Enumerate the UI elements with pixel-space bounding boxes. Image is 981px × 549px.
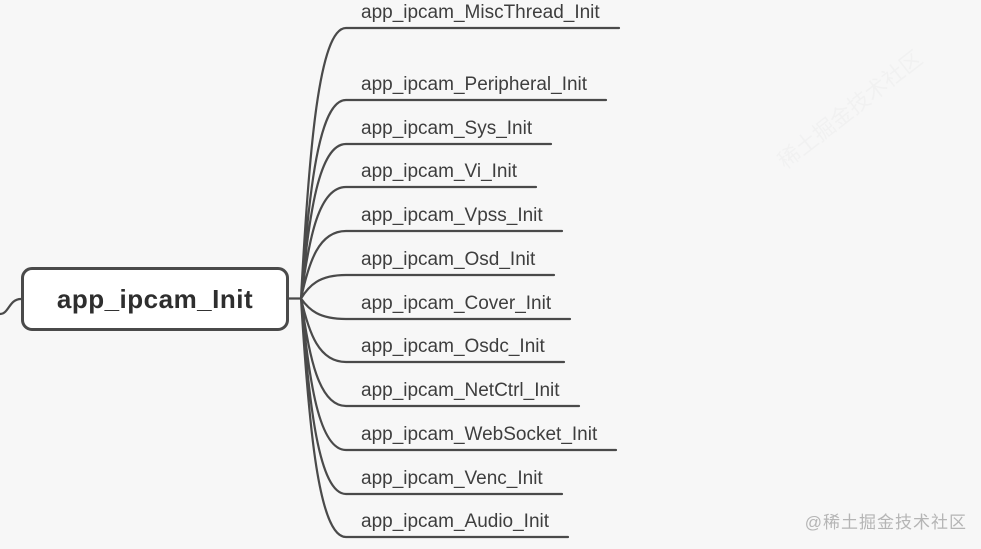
child-node-vi-init[interactable]: app_ipcam_Vi_Init: [361, 161, 517, 182]
community-watermark: @稀土掘金技术社区: [804, 513, 967, 532]
faint-diagonal-watermark: 稀土掘金技术社区: [773, 45, 928, 174]
child-node-cover-init[interactable]: app_ipcam_Cover_Init: [361, 293, 552, 314]
root-node[interactable]: app_ipcam_Init: [21, 267, 289, 331]
child-node-peripheral-init[interactable]: app_ipcam_Peripheral_Init: [361, 74, 588, 95]
child-node-osdc-init[interactable]: app_ipcam_Osdc_Init: [361, 336, 545, 357]
child-node-websocket-init[interactable]: app_ipcam_WebSocket_Init: [361, 424, 598, 445]
child-node-netctrl-init[interactable]: app_ipcam_NetCtrl_Init: [361, 380, 560, 401]
child-node-sys-init[interactable]: app_ipcam_Sys_Init: [361, 118, 533, 139]
child-node-osd-init[interactable]: app_ipcam_Osd_Init: [361, 249, 536, 270]
child-node-miscthread-init[interactable]: app_ipcam_MiscThread_Init: [361, 2, 600, 23]
root-node-label: app_ipcam_Init: [56, 283, 254, 314]
child-node-venc-init[interactable]: app_ipcam_Venc_Init: [361, 468, 543, 489]
child-node-vpss-init[interactable]: app_ipcam_Vpss_Init: [361, 205, 543, 226]
child-node-audio-init[interactable]: app_ipcam_Audio_Init: [361, 511, 550, 532]
